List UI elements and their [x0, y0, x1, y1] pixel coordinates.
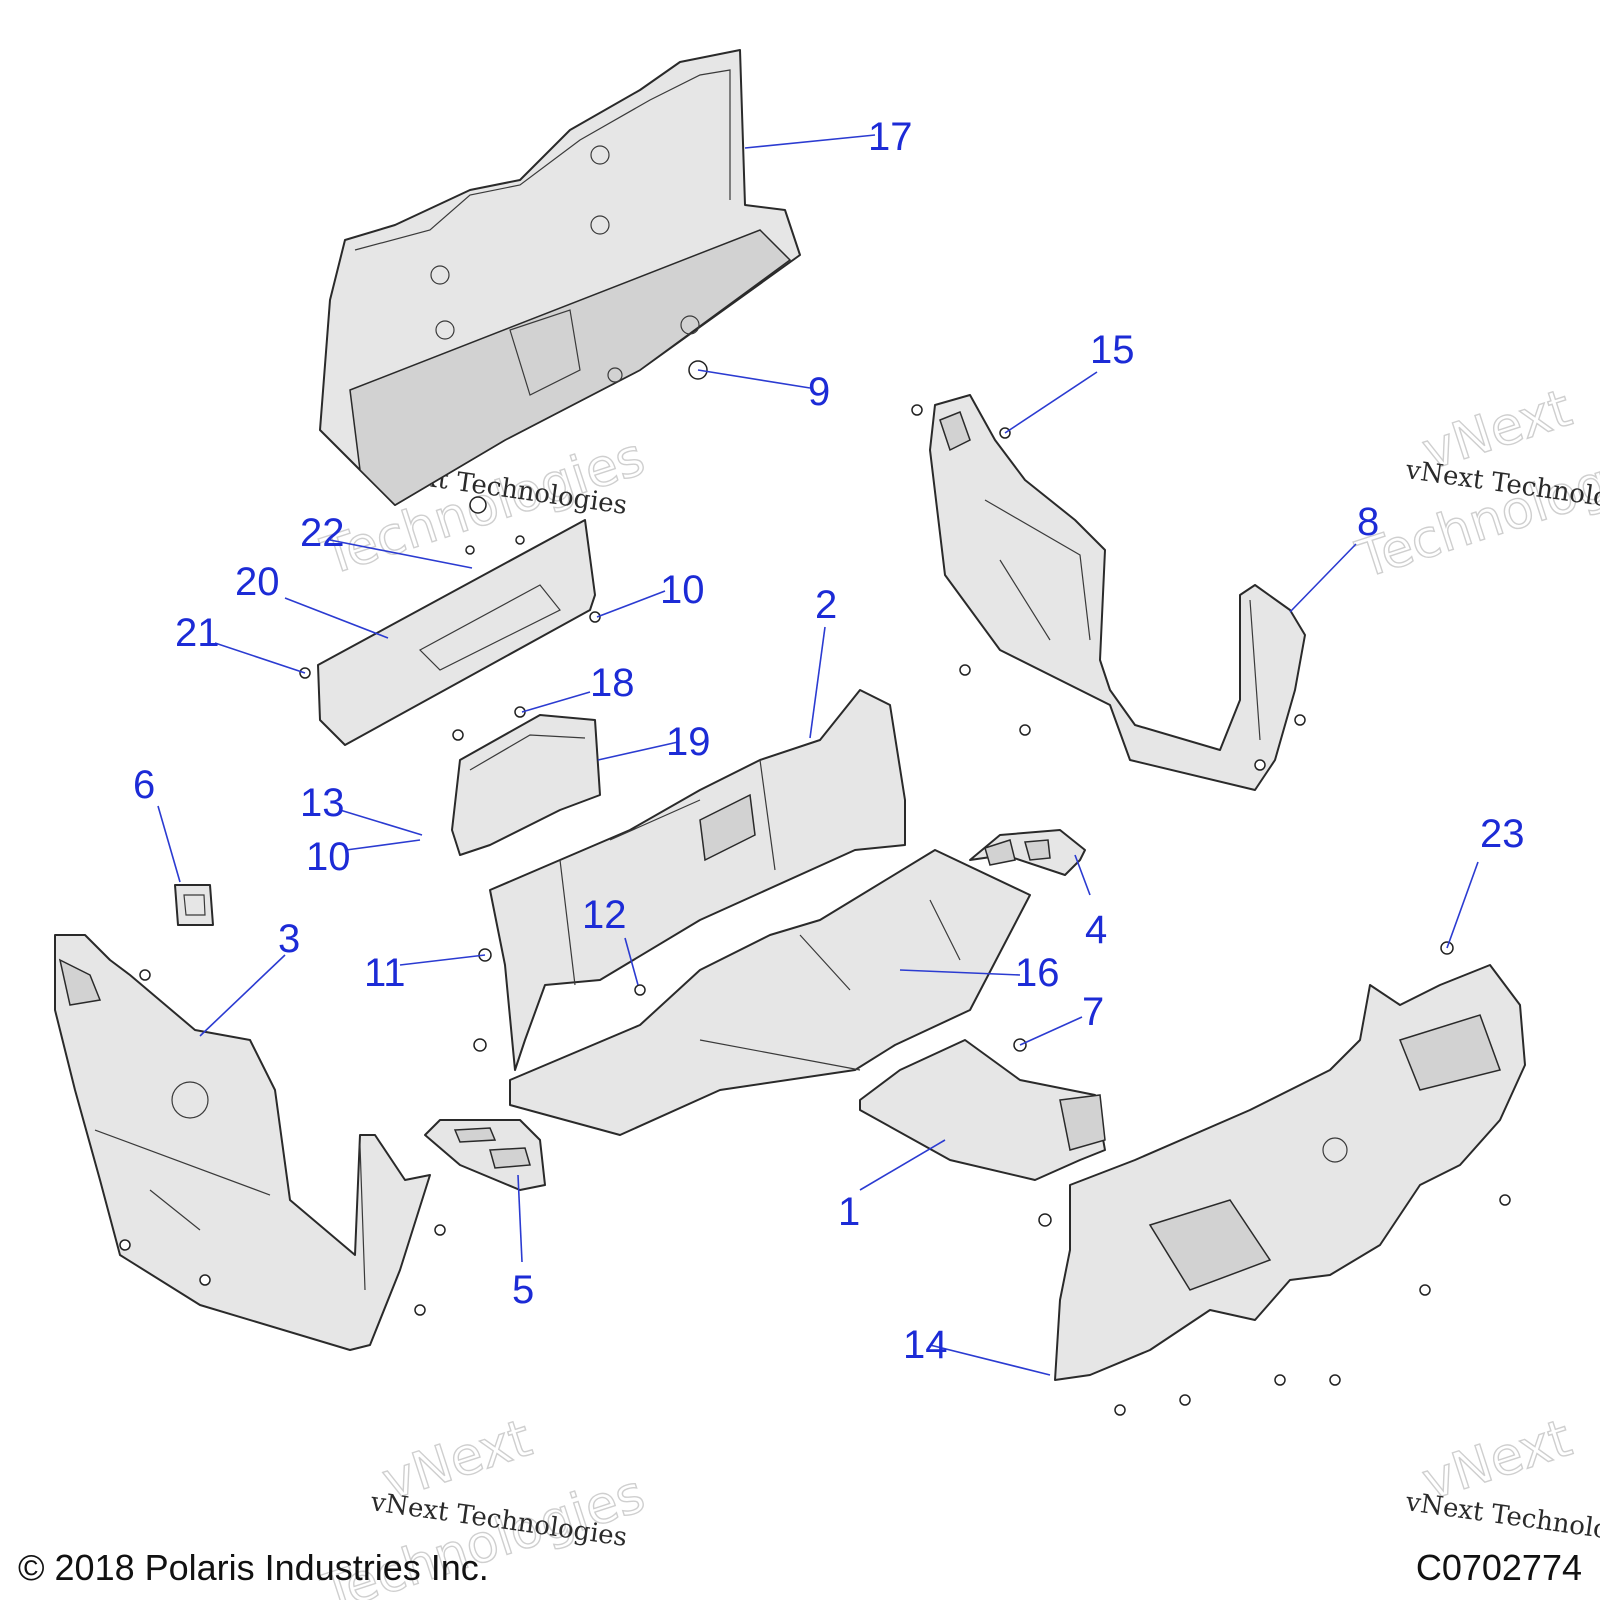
leader-10-a — [596, 590, 666, 618]
callout-6: 6 — [133, 763, 155, 807]
callout-7: 7 — [1082, 990, 1104, 1034]
leader-6 — [157, 805, 181, 883]
leader-11 — [399, 954, 486, 966]
callout-18: 18 — [590, 661, 635, 705]
callout-13: 13 — [300, 781, 345, 825]
callout-10-a: 10 — [660, 568, 705, 612]
callout-labels: 1 2 3 4 5 6 7 8 9 10 10 11 12 13 14 15 1… — [133, 115, 1525, 1367]
callout-9: 9 — [808, 370, 830, 414]
callout-2: 2 — [815, 583, 837, 627]
part-3-left-panel — [54, 934, 446, 1351]
callout-10-b: 10 — [306, 835, 351, 879]
part-14-front-floor — [1038, 941, 1526, 1416]
callout-14: 14 — [903, 1323, 948, 1367]
leader-16 — [899, 969, 1021, 976]
figure-id: C0702774 — [1416, 1547, 1582, 1588]
leader-18 — [521, 691, 591, 713]
leader-4 — [1074, 854, 1091, 896]
callout-11: 11 — [364, 951, 406, 995]
leader-17 — [744, 134, 876, 149]
leader-19 — [597, 741, 679, 761]
callout-3: 3 — [278, 917, 300, 961]
callout-15: 15 — [1090, 328, 1135, 372]
leader-2 — [809, 626, 826, 739]
leader-14 — [929, 1344, 1051, 1376]
callout-19: 19 — [666, 720, 711, 764]
callout-1: 1 — [838, 1190, 860, 1234]
part-19-cover — [451, 706, 601, 856]
leader-10-b — [345, 839, 421, 851]
leader-21 — [214, 642, 306, 674]
callout-17: 17 — [868, 115, 913, 159]
part-4-footrest-right — [969, 829, 1086, 876]
callout-8: 8 — [1357, 500, 1379, 544]
leader-9 — [697, 369, 811, 389]
leader-23 — [1446, 861, 1479, 949]
part-6-grommet — [174, 884, 214, 926]
leader-5 — [517, 1174, 523, 1263]
leader-8 — [1289, 543, 1357, 613]
leader-13 — [339, 809, 423, 836]
copyright-text: © 2018 Polaris Industries Inc. — [18, 1547, 489, 1588]
part-20-bracket — [299, 519, 601, 746]
leader-3 — [199, 954, 286, 1037]
part-2-bulkhead — [473, 689, 906, 1071]
watermark-bottom-right: vNext vNext Technolo — [1403, 1408, 1600, 1546]
leader-7 — [1019, 1016, 1083, 1046]
callout-20: 20 — [235, 560, 280, 604]
watermark-small-4: vNext Technolo — [1403, 1487, 1600, 1545]
leader-1 — [859, 1139, 946, 1191]
watermark-top-right: vNext Technologies vNext Technolo — [1349, 378, 1600, 592]
callout-5: 5 — [512, 1268, 534, 1312]
callout-12: 12 — [582, 893, 627, 937]
floor-pan — [509, 849, 1031, 1136]
callout-4: 4 — [1085, 908, 1107, 952]
leader-20 — [284, 597, 389, 639]
callout-21: 21 — [175, 611, 220, 655]
callout-16: 16 — [1015, 951, 1060, 995]
leader-22 — [329, 539, 473, 569]
part-17-rear-panel — [319, 49, 801, 514]
part-1-skid-plate — [859, 1038, 1106, 1181]
part-8-right-panel — [911, 394, 1306, 791]
callout-23: 23 — [1480, 812, 1525, 856]
leader-15 — [1004, 371, 1098, 434]
leader-12 — [624, 937, 639, 986]
leader-lines — [157, 134, 1479, 1376]
part-5-footrest-left — [424, 1119, 546, 1191]
callout-22: 22 — [300, 511, 345, 555]
